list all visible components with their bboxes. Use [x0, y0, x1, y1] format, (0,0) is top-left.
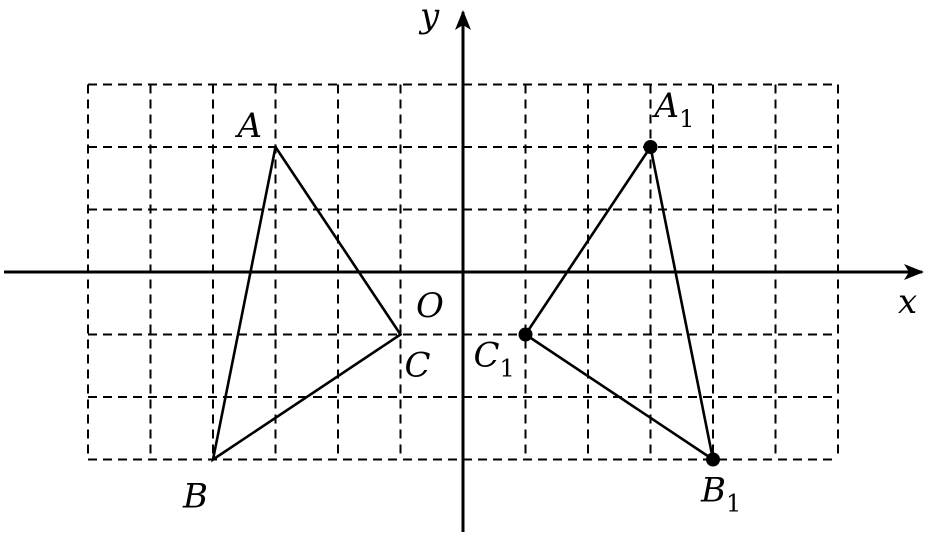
vertex-label-c1: C1: [474, 336, 515, 383]
vertex-label-b: B: [182, 477, 208, 517]
x-axis-label: x: [898, 282, 917, 322]
vertex-letter: B: [182, 477, 208, 517]
vertex-letter: C: [405, 346, 431, 386]
vertex-dot-c1: [518, 327, 533, 342]
vertex-letter: C: [474, 336, 500, 376]
vertex-label-a1: A1: [652, 86, 695, 133]
vertex-dot-b1: [706, 452, 720, 467]
vertex-subscript: 1: [500, 355, 515, 383]
vertex-subscript: 1: [679, 105, 694, 133]
vertex-letter: A: [235, 106, 263, 146]
vertex-dot-a1: [643, 140, 658, 154]
vertex-letter: B: [700, 471, 726, 511]
vertex-subscript: 1: [726, 490, 741, 518]
vertex-letter: A: [652, 86, 680, 126]
vertex-label-b1: B1: [700, 471, 741, 518]
triangle-abc: [211, 143, 403, 463]
vertex-label-a: A: [235, 106, 263, 146]
origin-label: O: [416, 286, 444, 326]
y-axis-label: y: [418, 0, 440, 36]
triangle-a1b1c1: [523, 143, 715, 463]
vertex-label-c: C: [405, 346, 431, 386]
